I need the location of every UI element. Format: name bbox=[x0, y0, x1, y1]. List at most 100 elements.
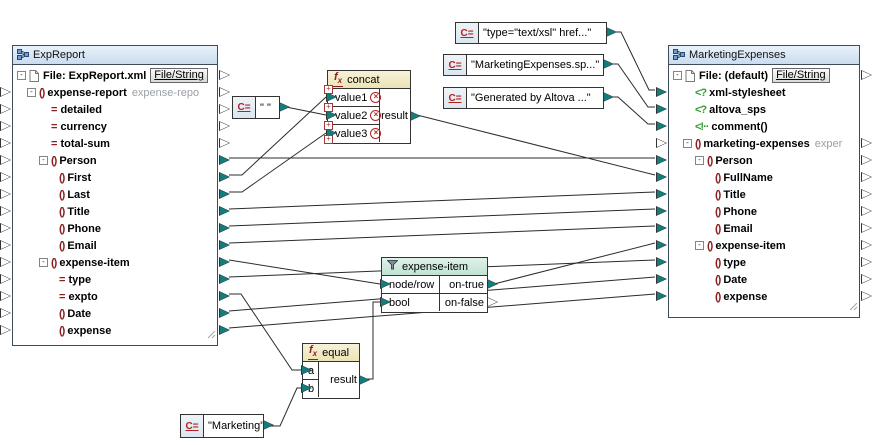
wire-expenseitem-filter[interactable] bbox=[228, 259, 381, 285]
row-person[interactable]: - () Person bbox=[656, 152, 872, 169]
wire-first-value1[interactable] bbox=[229, 96, 327, 176]
input-a[interactable]: a bbox=[301, 362, 318, 380]
row-fullname[interactable]: () FullName bbox=[656, 169, 872, 186]
row-expense-report[interactable]: - () expense-report expense-repo bbox=[0, 84, 230, 101]
row-last[interactable]: () Last bbox=[0, 186, 230, 203]
duplicate-input-icon[interactable]: + bbox=[324, 121, 333, 130]
constant-sps[interactable]: C= "MarketingExpenses.sp..." bbox=[443, 54, 614, 76]
row-person[interactable]: - () Person bbox=[0, 152, 230, 169]
row-xml-stylesheet[interactable]: <? xml-stylesheet bbox=[656, 84, 859, 101]
row-type[interactable]: = type bbox=[0, 271, 230, 288]
constant-generated-by[interactable]: C= "Generated by Altova ..." bbox=[443, 87, 614, 109]
input-bool[interactable]: bool bbox=[380, 296, 410, 309]
constant-icon: C= bbox=[456, 23, 479, 43]
constant-marketing[interactable]: C= "Marketing" bbox=[180, 414, 274, 438]
row-expense[interactable]: () expense bbox=[656, 288, 872, 305]
row-file[interactable]: - File: (default) File/String bbox=[669, 67, 872, 84]
row-phone[interactable]: () Phone bbox=[0, 220, 230, 237]
collapse-toggle[interactable]: - bbox=[39, 258, 48, 267]
node-label: expense bbox=[67, 324, 112, 337]
row-title[interactable]: () Title bbox=[656, 186, 872, 203]
wire-const-sps[interactable] bbox=[610, 63, 655, 108]
collapse-toggle[interactable]: - bbox=[27, 88, 36, 97]
output-result[interactable]: result bbox=[381, 109, 408, 122]
remove-input-icon[interactable]: × bbox=[370, 128, 382, 139]
duplicate-input-icon[interactable]: + bbox=[324, 135, 333, 144]
row-comment[interactable]: <!·· comment() bbox=[656, 118, 859, 135]
constant-stylesheet[interactable]: C= "type="text/xsl" href..." bbox=[455, 22, 617, 44]
row-phone[interactable]: () Phone bbox=[656, 203, 872, 220]
node-label: Title bbox=[67, 205, 90, 218]
node-label: Phone bbox=[67, 222, 101, 235]
wire-ontrue-expenseitem[interactable] bbox=[493, 242, 656, 285]
wire-space-value2[interactable] bbox=[285, 106, 327, 116]
input-node-row[interactable]: node/row bbox=[380, 276, 439, 294]
function-header[interactable]: fx concat bbox=[328, 71, 410, 89]
resize-grip[interactable] bbox=[207, 326, 216, 344]
function-concat[interactable]: fx concat value1 × value2 × value3 × bbox=[324, 70, 421, 144]
component-marketingexpenses[interactable]: MarketingExpenses - File: (default) File… bbox=[656, 45, 872, 318]
element-icon: () bbox=[59, 324, 65, 337]
row-email[interactable]: () Email bbox=[656, 220, 872, 237]
function-equal[interactable]: fx equal a b result bbox=[301, 343, 370, 399]
remove-input-icon[interactable]: × bbox=[370, 92, 382, 103]
row-email[interactable]: () Email bbox=[0, 237, 230, 254]
output-on-true[interactable]: on-true bbox=[440, 276, 498, 294]
row-title[interactable]: () Title bbox=[0, 203, 230, 220]
row-marketing-expenses[interactable]: - () marketing-expenses exper bbox=[656, 135, 872, 152]
wire-expto-equal-a[interactable] bbox=[229, 293, 301, 371]
file-string-button[interactable]: File/String bbox=[150, 68, 208, 83]
output-on-false[interactable]: on-false bbox=[444, 296, 498, 309]
filter-expense-item[interactable]: expense-item node/row bool on-true bbox=[380, 257, 498, 313]
component-expreport[interactable]: ExpReport - File: ExpReport.xml File/Str… bbox=[0, 45, 230, 346]
collapse-toggle[interactable]: - bbox=[39, 156, 48, 165]
constant-space[interactable]: C= " " bbox=[232, 96, 290, 119]
collapse-toggle[interactable]: - bbox=[673, 71, 682, 80]
row-type[interactable]: () type bbox=[656, 254, 872, 271]
row-date[interactable]: () Date bbox=[656, 271, 872, 288]
row-expense-item[interactable]: - () expense-item bbox=[0, 254, 230, 271]
collapse-toggle[interactable]: - bbox=[683, 139, 692, 148]
row-total-sum[interactable]: = total-sum bbox=[0, 135, 230, 152]
file-string-button[interactable]: File/String bbox=[772, 68, 830, 83]
resize-grip[interactable] bbox=[849, 298, 858, 316]
row-currency[interactable]: = currency bbox=[0, 118, 230, 135]
output-result[interactable]: result bbox=[330, 373, 357, 386]
row-file[interactable]: - File: ExpReport.xml File/String bbox=[13, 67, 230, 84]
function-header[interactable]: fx equal bbox=[303, 344, 359, 362]
wire-concat-fullname[interactable] bbox=[416, 114, 656, 176]
wire-phone[interactable] bbox=[228, 208, 656, 227]
duplicate-input-icon[interactable]: + bbox=[324, 85, 333, 94]
component-header[interactable]: MarketingExpenses bbox=[669, 46, 859, 65]
row-altova-sps[interactable]: <? altova_sps bbox=[656, 101, 859, 118]
component-header[interactable]: ExpReport bbox=[13, 46, 217, 65]
wire-equal-bool[interactable] bbox=[366, 301, 380, 380]
wire-email[interactable] bbox=[228, 225, 656, 244]
input-value3[interactable]: value3 × bbox=[326, 125, 382, 142]
constant-value: "Marketing" bbox=[208, 420, 263, 432]
input-value1[interactable]: value1 × bbox=[326, 89, 382, 107]
wire-last-value3[interactable] bbox=[229, 132, 327, 193]
remove-input-icon[interactable]: × bbox=[370, 110, 382, 121]
node-label: expense-item bbox=[59, 256, 130, 269]
duplicate-input-icon[interactable]: + bbox=[324, 103, 333, 112]
wire-title[interactable] bbox=[228, 191, 656, 210]
row-expense[interactable]: () expense bbox=[0, 322, 230, 339]
collapse-toggle[interactable]: - bbox=[17, 71, 26, 80]
wire-const-comment[interactable] bbox=[610, 96, 655, 125]
filter-header[interactable]: expense-item bbox=[382, 258, 487, 276]
collapse-toggle[interactable]: - bbox=[695, 156, 704, 165]
node-label: expense-item bbox=[715, 239, 786, 252]
row-date[interactable]: () Date bbox=[0, 305, 230, 322]
input-b[interactable]: b bbox=[301, 382, 315, 395]
row-first[interactable]: () First bbox=[0, 169, 230, 186]
wire-const-stylesheet[interactable] bbox=[613, 31, 655, 91]
row-expto[interactable]: = expto bbox=[0, 288, 230, 305]
element-icon: () bbox=[695, 137, 701, 150]
row-detailed[interactable]: = detailed bbox=[0, 101, 230, 118]
row-expense-item[interactable]: - () expense-item bbox=[656, 237, 872, 254]
wire-marketing-equal-b[interactable] bbox=[270, 387, 301, 427]
collapse-toggle[interactable]: - bbox=[695, 241, 704, 250]
input-value2[interactable]: value2 × bbox=[326, 107, 382, 125]
